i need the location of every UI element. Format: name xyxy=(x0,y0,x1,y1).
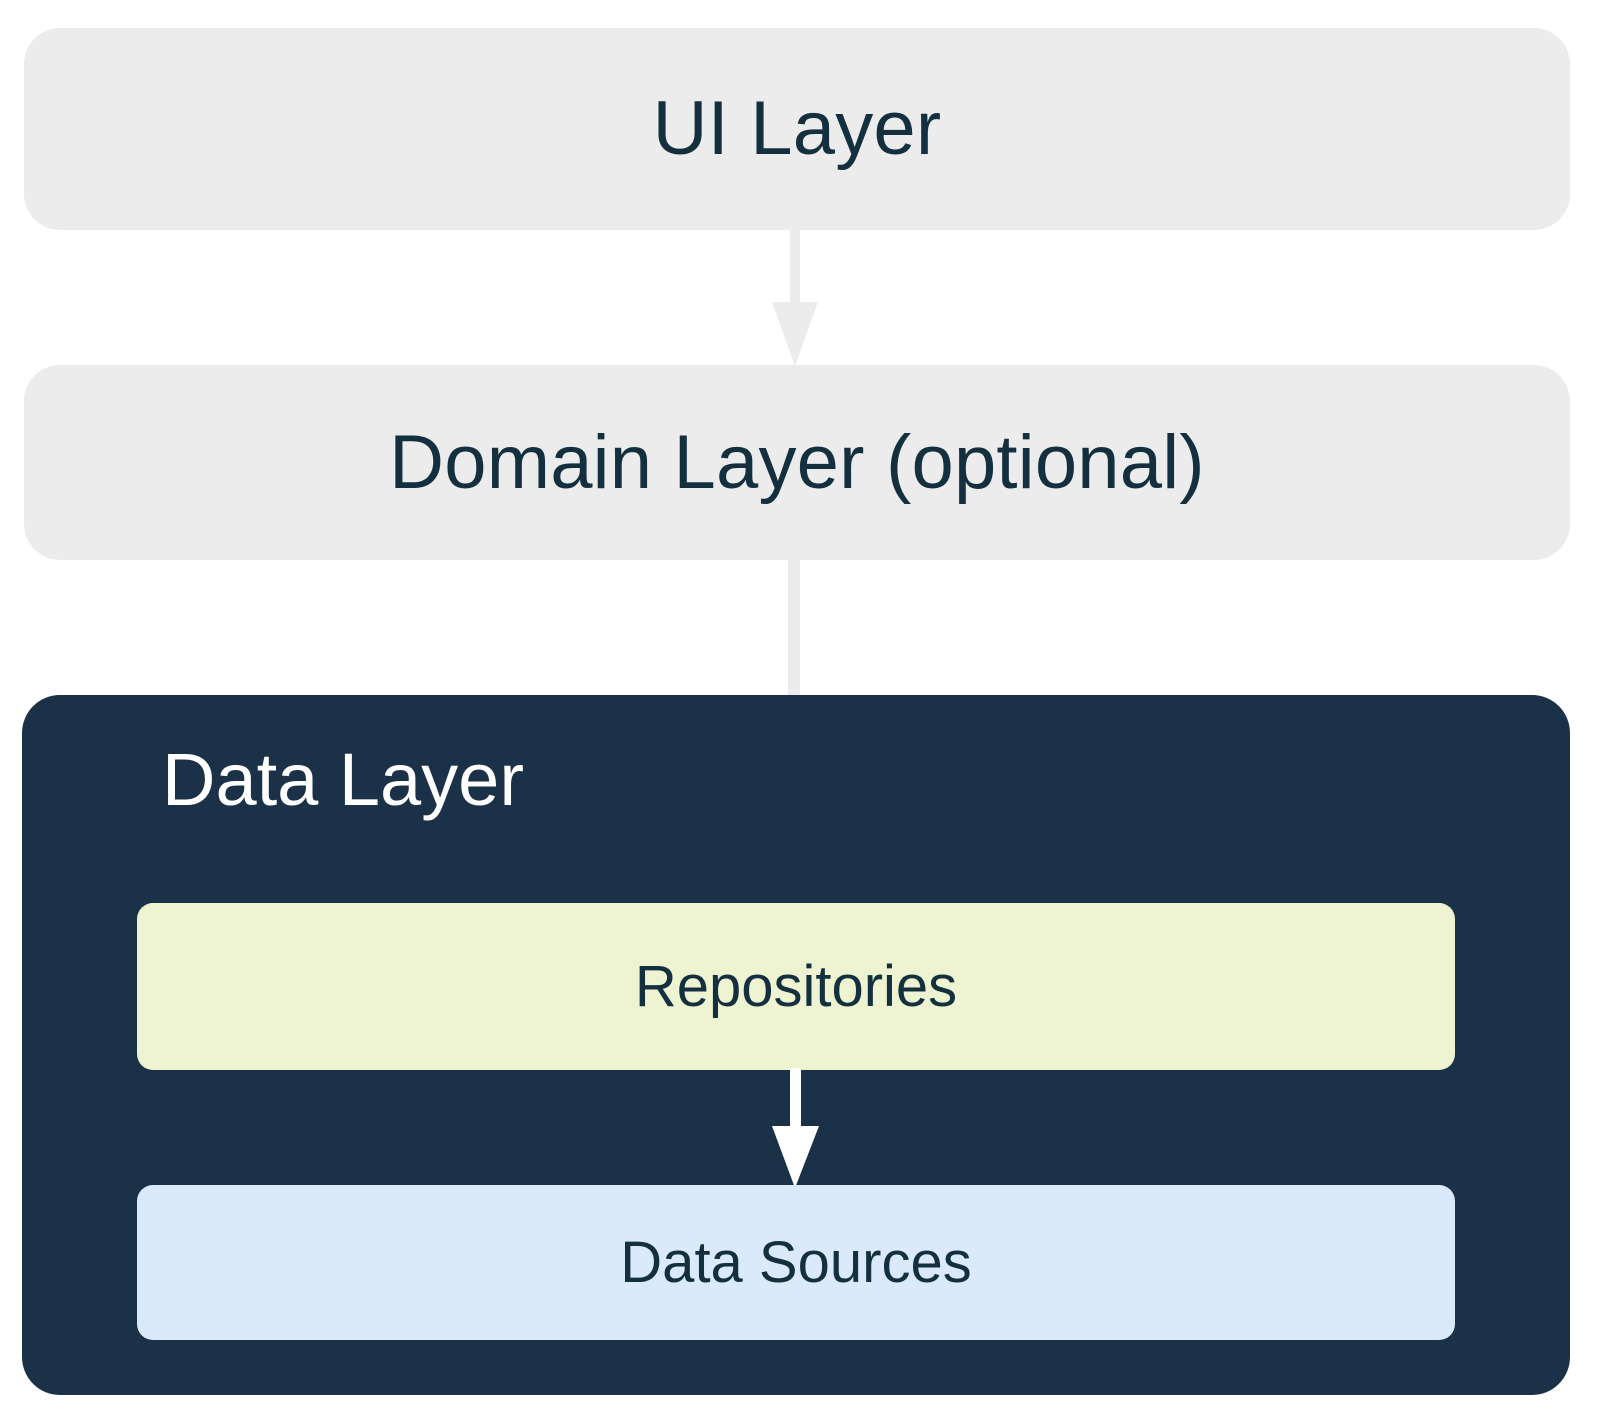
data-sources-box[interactable]: Data Sources xyxy=(137,1185,1455,1340)
data-sources-label: Data Sources xyxy=(620,1229,972,1295)
data-layer-title: Data Layer xyxy=(162,738,524,821)
ui-layer-label: UI Layer xyxy=(652,86,942,171)
repositories-box[interactable]: Repositories xyxy=(137,903,1455,1070)
ui-layer-box[interactable]: UI Layer xyxy=(24,28,1570,230)
arrow-ui-to-domain-icon xyxy=(772,228,818,366)
domain-layer-label: Domain Layer (optional) xyxy=(389,419,1205,505)
repositories-label: Repositories xyxy=(634,953,958,1019)
domain-layer-box[interactable]: Domain Layer (optional) xyxy=(24,365,1570,560)
